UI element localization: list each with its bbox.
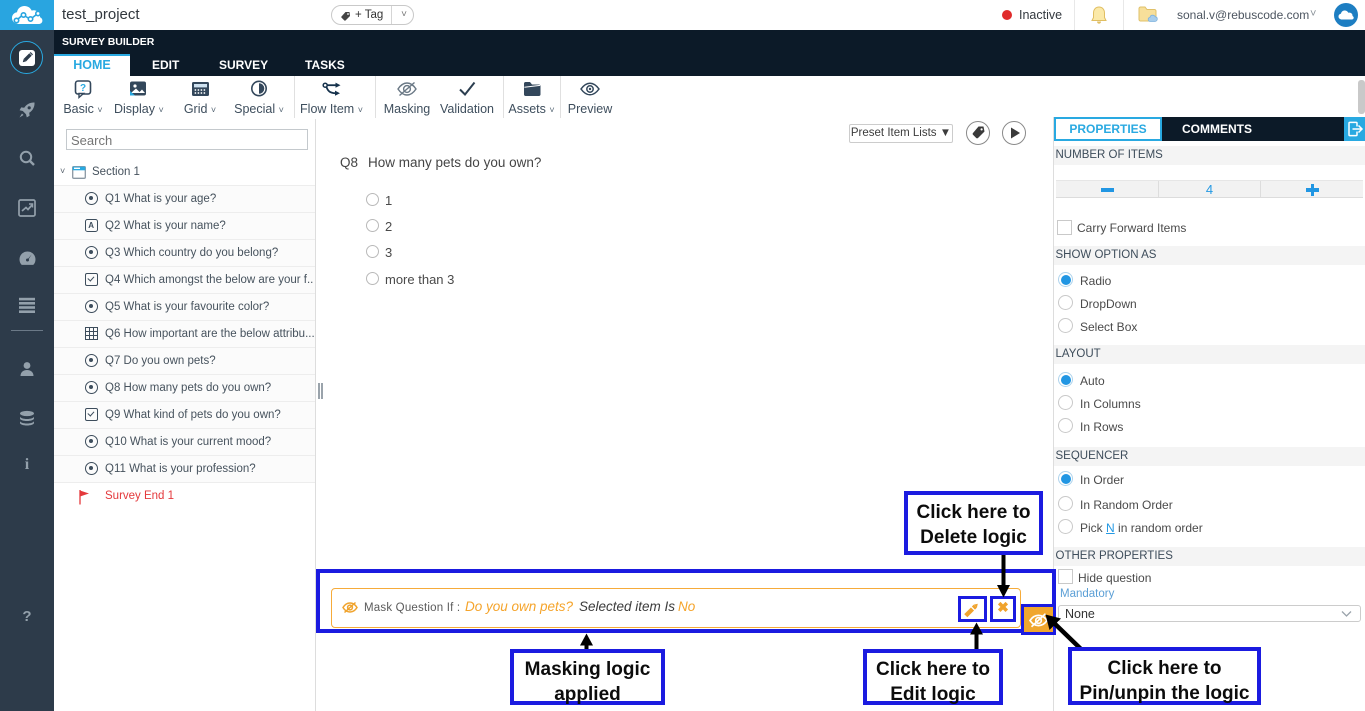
svg-text:?: ?: [80, 83, 86, 94]
